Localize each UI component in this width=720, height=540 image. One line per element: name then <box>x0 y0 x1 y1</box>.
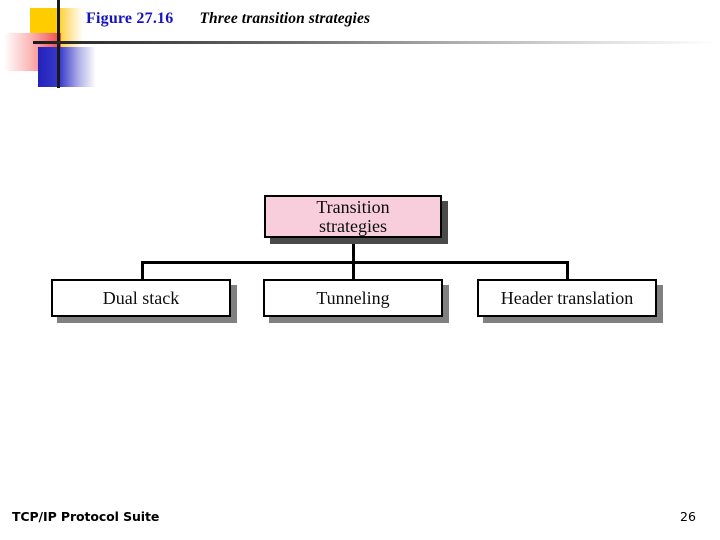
connector-horizontal-bus <box>141 261 569 264</box>
node-header-translation[interactable]: Header translation <box>477 279 657 317</box>
node-tunneling[interactable]: Tunneling <box>263 279 443 317</box>
node-dual-stack[interactable]: Dual stack <box>51 279 231 317</box>
footer-page-number: 26 <box>680 509 696 524</box>
root-label-line1: Transition <box>316 197 390 218</box>
node-label: Header translation <box>500 287 634 308</box>
connector-root-stem <box>352 236 355 298</box>
node-label: Tunneling <box>316 287 390 308</box>
figure-title: Figure 27.16 Three transition strategies <box>86 10 370 28</box>
blue-square-icon <box>38 47 96 87</box>
figure-caption: Three transition strategies <box>199 10 371 27</box>
horizontal-rule <box>33 41 719 44</box>
figure-number: Figure 27.16 <box>86 10 174 27</box>
connector-child-1 <box>141 261 144 281</box>
root-label-line2: strategies <box>319 215 387 236</box>
footer-book-title: TCP/IP Protocol Suite <box>12 509 160 524</box>
node-label: Dual stack <box>102 287 180 308</box>
connector-child-3 <box>566 261 569 281</box>
vertical-rule <box>57 0 60 88</box>
header-decoration <box>0 0 240 100</box>
